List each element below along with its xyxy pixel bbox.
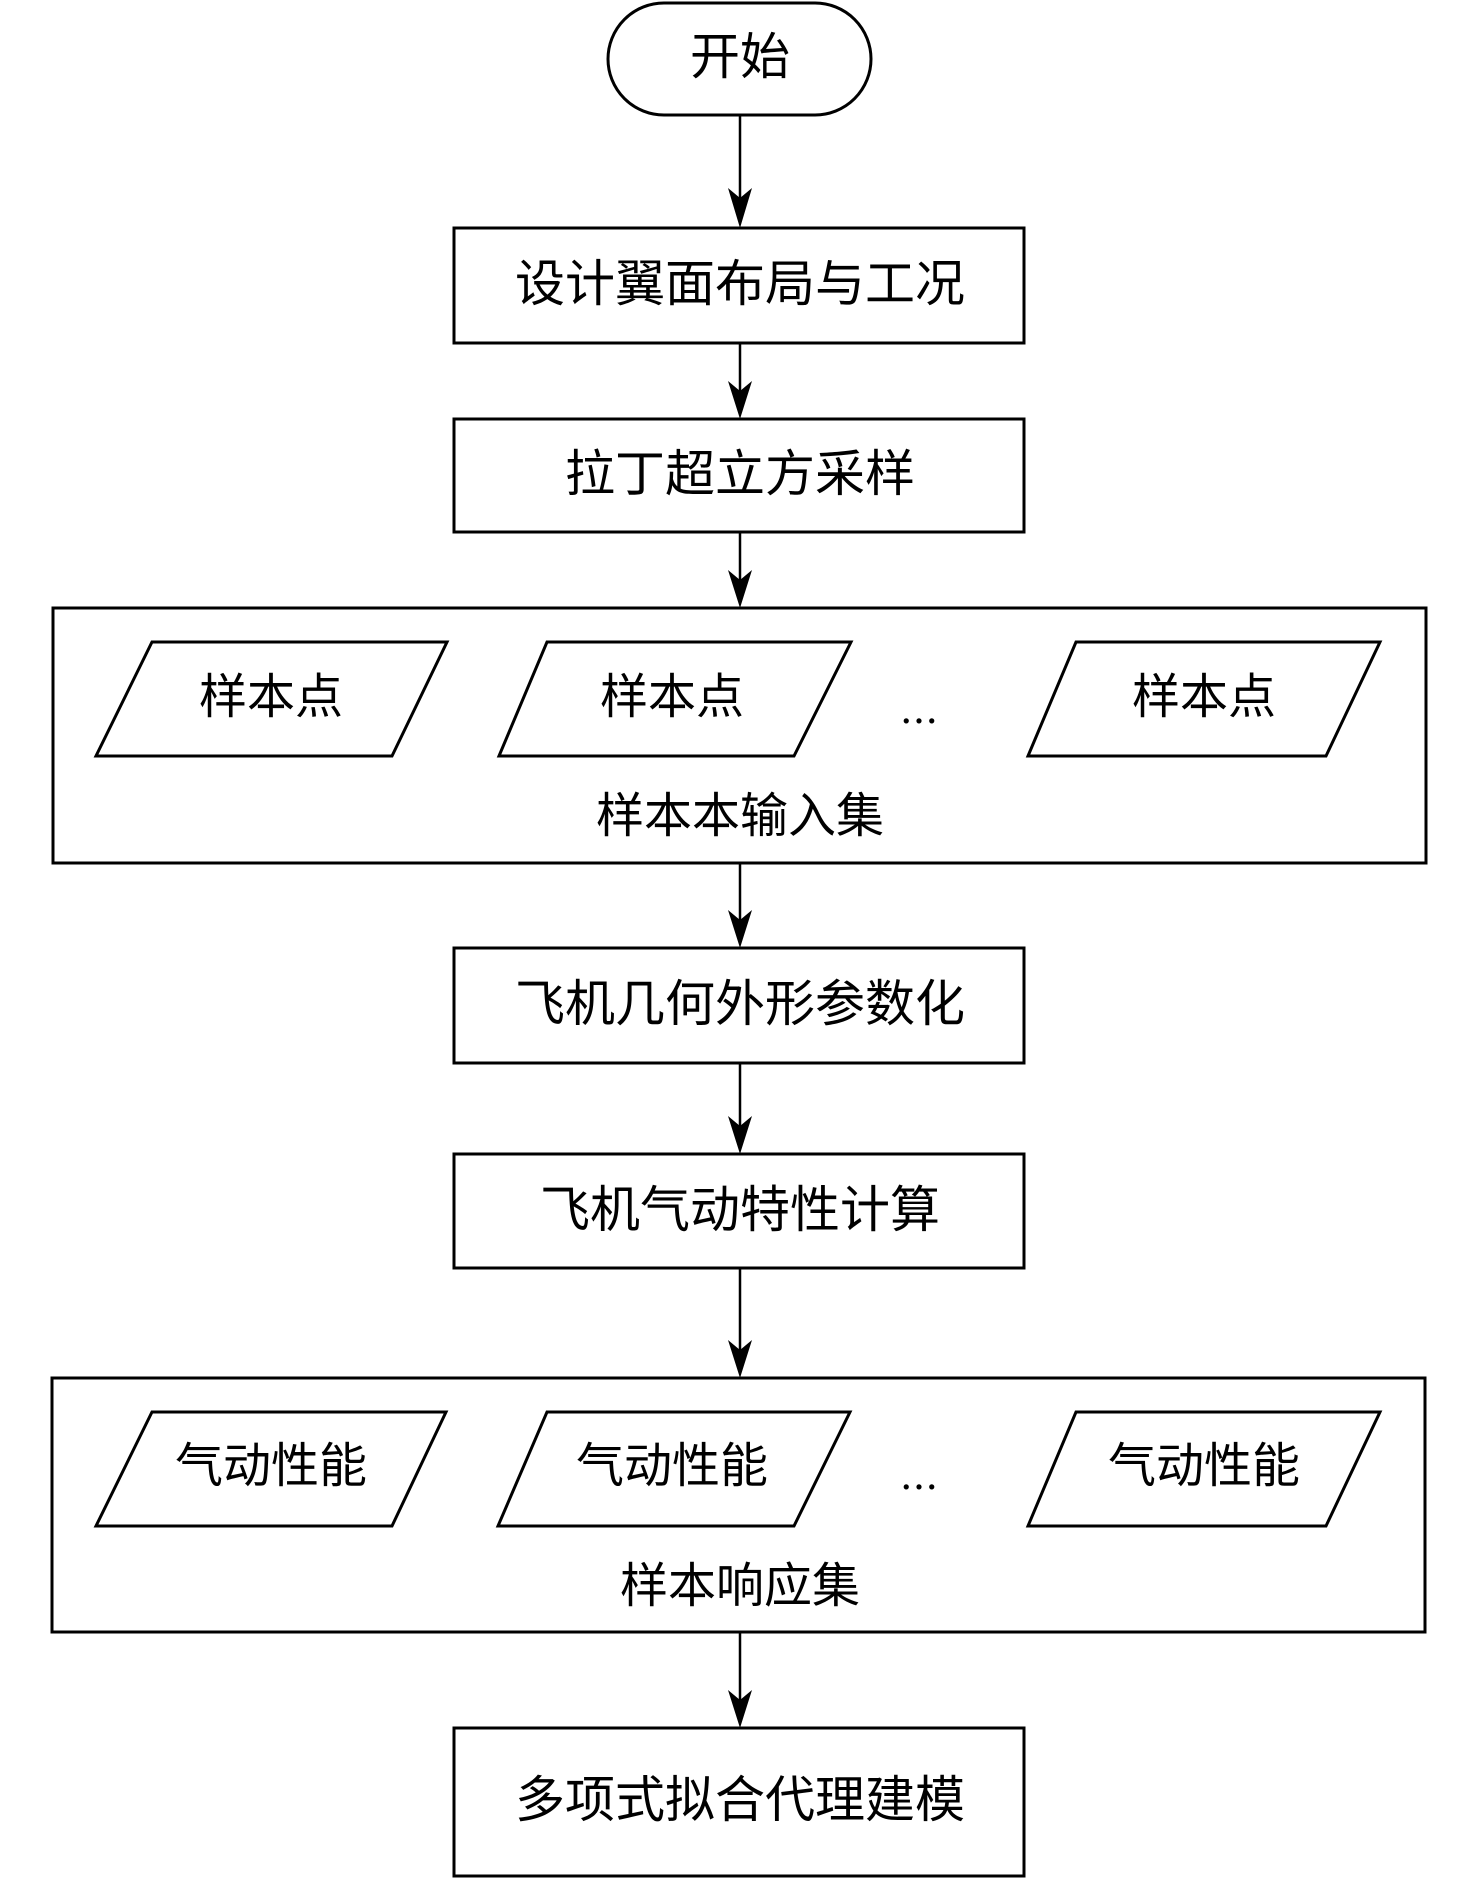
arrowhead-icon xyxy=(728,188,752,228)
aero-performance-2: 气动性能 xyxy=(495,1410,853,1528)
arrowhead-icon xyxy=(728,570,752,608)
aero-performance-3: 气动性能 xyxy=(1025,1410,1383,1528)
sample-point-label: 样本点 xyxy=(1132,669,1276,725)
step-geometry-parameterization: 飞机几何外形参数化 xyxy=(452,946,1026,1065)
sample-input-set: 样本点 样本点 ... 样本点 样本本输入集 xyxy=(51,606,1428,865)
step-polynomial-surrogate: 多项式拟合代理建模 xyxy=(452,1726,1026,1878)
edge-aero-to-response-set xyxy=(728,1268,752,1378)
step-geometry-box xyxy=(452,946,1026,1065)
aero-performance-label: 气动性能 xyxy=(175,1438,367,1494)
sample-point-shape xyxy=(496,640,854,758)
step-lhs-sampling: 拉丁超立方采样 xyxy=(452,417,1026,534)
arrowhead-icon xyxy=(728,1690,752,1728)
step-surrogate-label: 多项式拟合代理建模 xyxy=(515,1771,965,1829)
aero-performance-label: 气动性能 xyxy=(1108,1438,1300,1494)
aero-performance-1: 气动性能 xyxy=(93,1410,449,1528)
ellipsis: ... xyxy=(900,1453,938,1499)
start-node: 开始 xyxy=(606,1,873,117)
sample-point-1: 样本点 xyxy=(93,640,450,758)
arrowhead-icon xyxy=(728,381,752,419)
edge-response-set-to-surrogate xyxy=(728,1632,752,1728)
arrowhead-icon xyxy=(728,910,752,948)
sample-point-label: 样本点 xyxy=(199,669,343,725)
edge-start-to-layout xyxy=(728,115,752,228)
sample-response-set: 气动性能 气动性能 ... 气动性能 样本响应集 xyxy=(50,1376,1427,1634)
start-node-label: 开始 xyxy=(690,28,790,86)
sample-response-set-label: 样本响应集 xyxy=(620,1558,860,1614)
aero-performance-shape xyxy=(1025,1410,1383,1528)
edge-sampling-to-input-set xyxy=(728,532,752,608)
sample-point-shape xyxy=(93,640,450,758)
step-aero-calculation: 飞机气动特性计算 xyxy=(452,1152,1026,1270)
step-design-layout: 设计翼面布局与工况 xyxy=(452,226,1026,345)
edge-input-set-to-geometry xyxy=(728,863,752,948)
sample-point-3: 样本点 xyxy=(1025,640,1383,758)
step-lhs-sampling-label: 拉丁超立方采样 xyxy=(565,445,915,503)
arrowhead-icon xyxy=(728,1340,752,1378)
aero-performance-shape xyxy=(495,1410,853,1528)
step-geometry-label: 飞机几何外形参数化 xyxy=(515,975,965,1033)
sample-point-2: 样本点 xyxy=(496,640,854,758)
aero-performance-shape xyxy=(93,1410,449,1528)
edge-geometry-to-aero xyxy=(728,1063,752,1154)
step-design-layout-label: 设计翼面布局与工况 xyxy=(515,255,965,313)
edge-layout-to-sampling xyxy=(728,343,752,419)
sample-point-shape xyxy=(1025,640,1383,758)
step-design-layout-box xyxy=(452,226,1026,345)
ellipsis: ... xyxy=(900,687,938,733)
step-aero-label: 飞机气动特性计算 xyxy=(540,1181,940,1239)
step-surrogate-box xyxy=(452,1726,1026,1878)
sample-input-set-label: 样本本输入集 xyxy=(596,788,884,844)
sample-point-label: 样本点 xyxy=(600,669,744,725)
step-lhs-sampling-box xyxy=(452,417,1026,534)
step-aero-box xyxy=(452,1152,1026,1270)
aero-performance-label: 气动性能 xyxy=(576,1438,768,1494)
arrowhead-icon xyxy=(728,1116,752,1154)
